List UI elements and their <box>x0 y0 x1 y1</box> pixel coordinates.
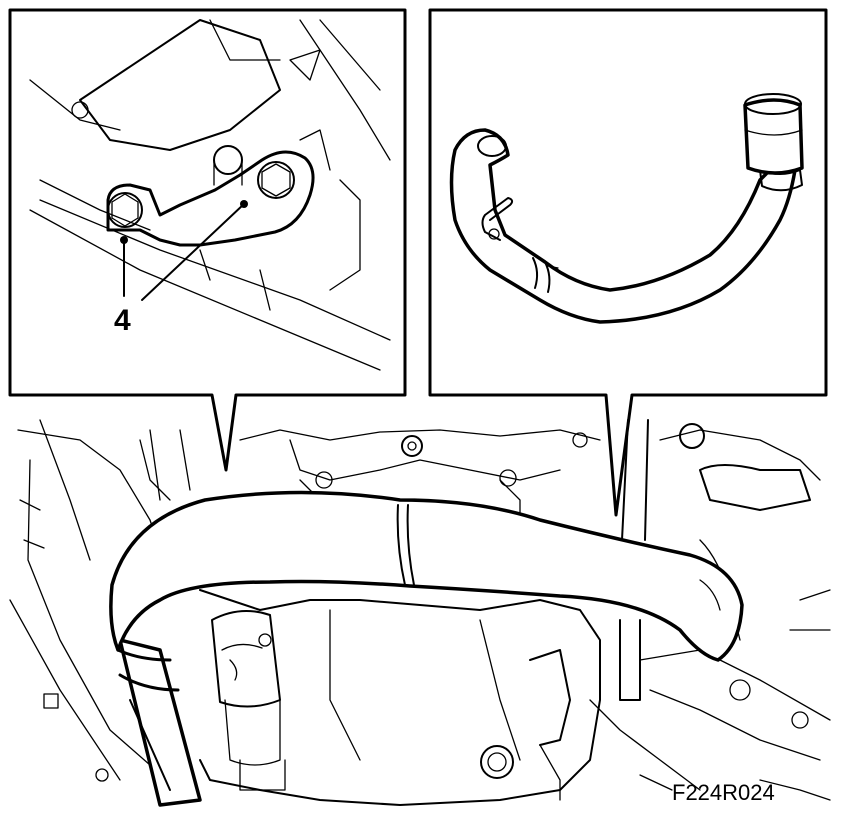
figure-code: F224R024 <box>672 780 775 805</box>
left-inset: 4 <box>8 8 407 472</box>
bolt-icon <box>401 435 423 457</box>
left-inset-frame <box>8 8 407 472</box>
coolant-hose <box>109 490 744 662</box>
bolt-head-icon <box>107 192 143 228</box>
main-view <box>9 419 831 807</box>
detached-hose <box>449 128 797 324</box>
drain-plug-icon <box>480 745 514 779</box>
right-inset <box>428 8 828 517</box>
pipe-bracket <box>106 150 315 247</box>
callout-label: 4 <box>114 304 131 337</box>
bolt-head-icon <box>257 161 295 199</box>
right-inset-frame <box>428 8 828 517</box>
